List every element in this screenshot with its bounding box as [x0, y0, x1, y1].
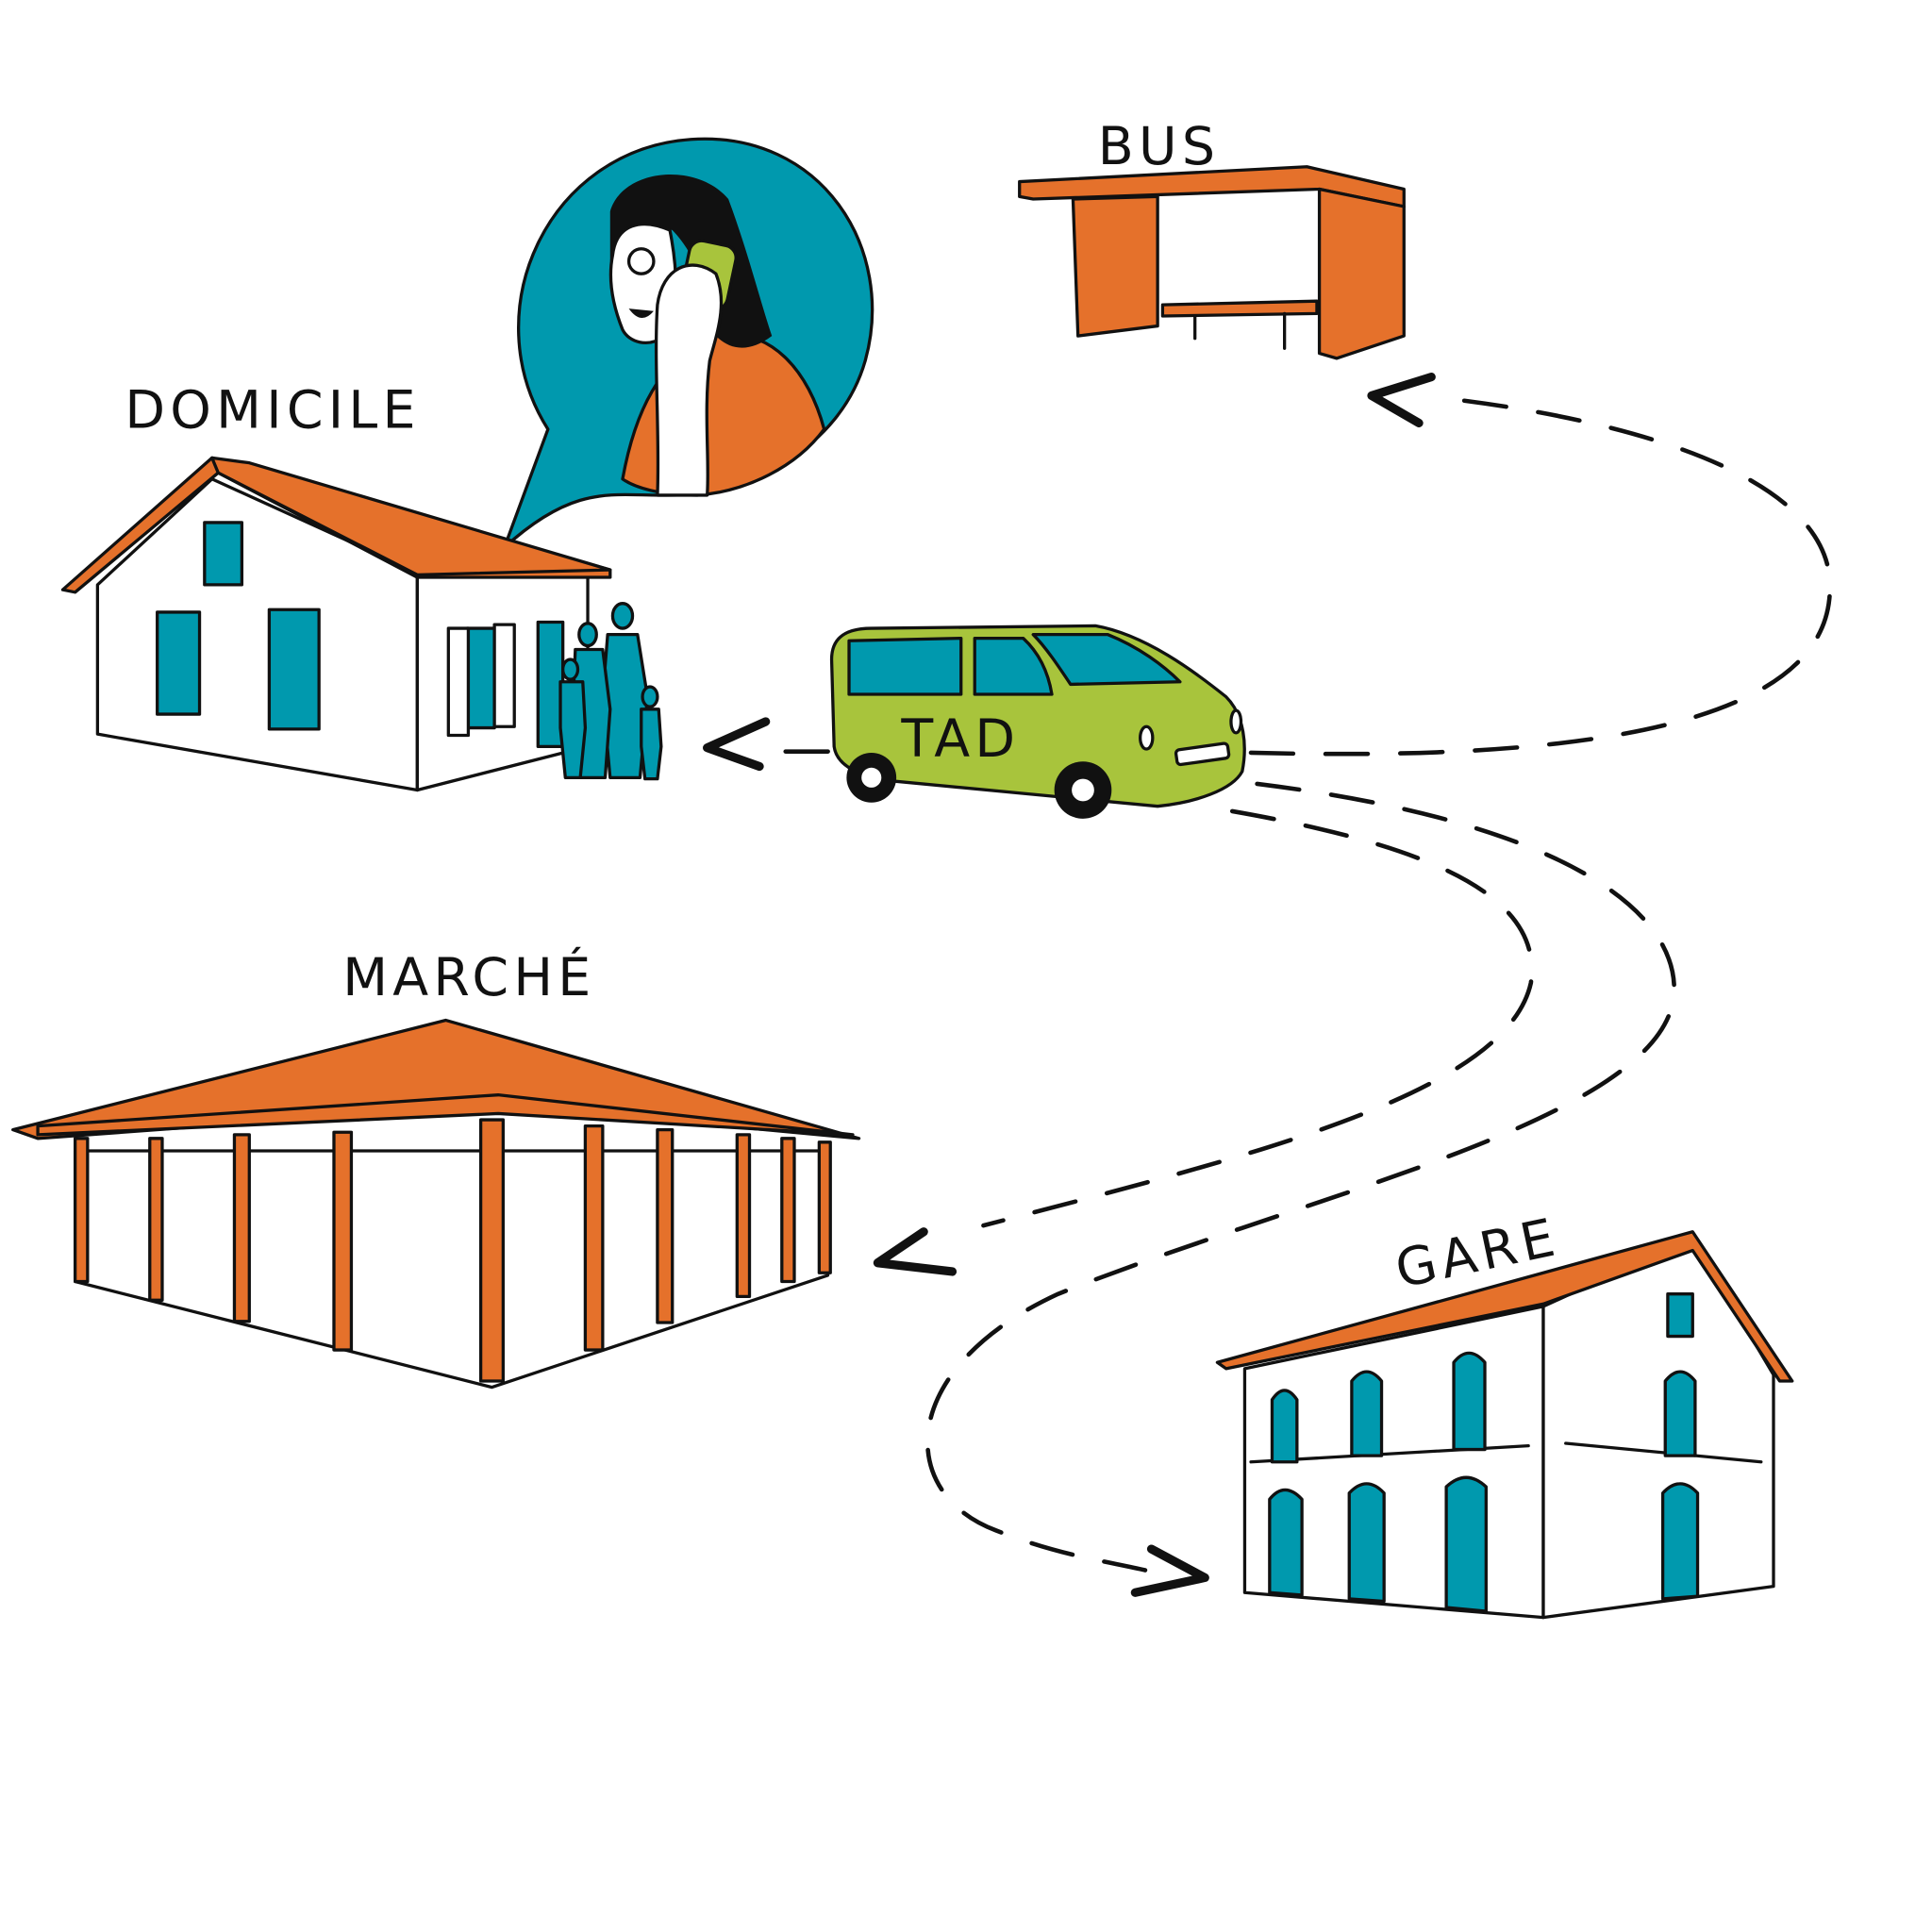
station-windows: [1268, 1292, 1700, 1613]
phone-call-bubble: [503, 137, 874, 549]
tad-van: TAD: [829, 624, 1246, 819]
door: [536, 620, 565, 749]
window: [203, 521, 244, 587]
route-to-station: [925, 781, 1676, 1597]
route-to-home: [703, 717, 830, 772]
bus-label: BUS: [1098, 117, 1221, 177]
window: [267, 608, 321, 731]
market-pillars: [73, 1118, 832, 1383]
window: [465, 626, 496, 730]
arrow-market-icon: [873, 1227, 958, 1276]
route-to-bus: [1248, 373, 1833, 757]
family-icon: [558, 602, 663, 781]
van-label: TAD: [900, 709, 1020, 770]
arrow-station-icon: [1130, 1544, 1209, 1597]
route-to-market: [873, 808, 1535, 1276]
home-house: DOMICILE: [60, 381, 663, 792]
home-label: DOMICILE: [125, 381, 420, 441]
bus-shelter: BUS: [1018, 117, 1406, 360]
arrow-home-icon: [703, 717, 771, 772]
train-station: GARE: [1215, 1207, 1794, 1620]
market-hall: MARCHÉ: [11, 947, 861, 1390]
arrow-bus-icon: [1367, 373, 1436, 428]
market-label: MARCHÉ: [342, 947, 595, 1008]
window: [156, 610, 202, 716]
